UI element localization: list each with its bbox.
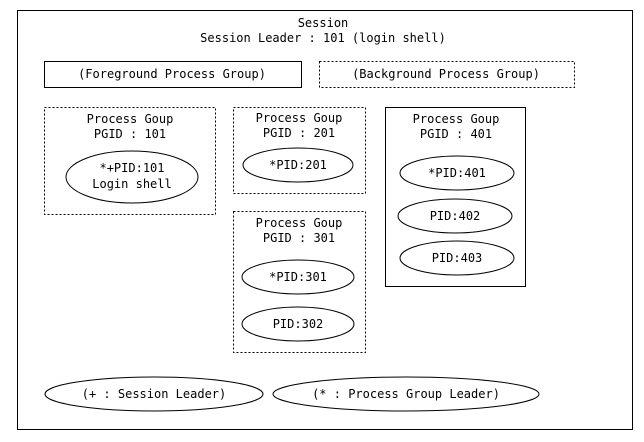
process-node: [65, 150, 199, 204]
process-group-title: Process Goup: [87, 112, 174, 126]
process-pid: PID:402: [430, 209, 481, 223]
process-node: [397, 198, 513, 234]
session-title: Session: [298, 16, 349, 30]
group-leader-legend-label: (* : Process Group Leader): [312, 387, 500, 401]
process-pid: *+PID:101: [99, 161, 164, 175]
process-group-pgid: PGID : 201: [263, 126, 335, 140]
process-description: Login shell: [92, 177, 171, 191]
session-leader-legend: [44, 376, 264, 412]
process-group-title: Process Goup: [256, 216, 343, 230]
background-group-label: (Background Process Group): [352, 67, 540, 81]
process-node: [399, 240, 515, 276]
process-group-title: Process Goup: [256, 111, 343, 125]
process-pid: *PID:301: [269, 270, 327, 284]
process-group-101: Process Goup PGID : 101 *+PID:101 Login …: [44, 107, 216, 215]
process-group-201: Process Goup PGID : 201 *PID:201: [233, 107, 366, 194]
foreground-group-label: (Foreground Process Group): [78, 67, 266, 81]
process-pid: PID:302: [273, 317, 324, 331]
process-group-pgid: PGID : 301: [263, 231, 335, 245]
process-group-301: Process Goup PGID : 301 *PID:301 PID:302: [233, 211, 366, 353]
process-node: [242, 147, 354, 183]
process-node: [399, 155, 515, 191]
session-leader-legend-label: (+ : Session Leader): [82, 387, 227, 401]
process-group-title: Process Goup: [413, 112, 500, 126]
process-node: [241, 259, 355, 295]
background-group-box: [319, 61, 575, 88]
group-leader-legend: [272, 376, 540, 412]
process-pid: *PID:401: [428, 166, 486, 180]
foreground-group-box: [44, 61, 302, 88]
process-pid: *PID:201: [269, 158, 327, 172]
process-group-pgid: PGID : 101: [94, 127, 166, 141]
process-group-pgid: PGID : 401: [420, 127, 492, 141]
session-leader-label: Session Leader : 101 (login shell): [200, 31, 446, 45]
process-pid: PID:403: [432, 251, 483, 265]
process-group-401: Process Goup PGID : 401 *PID:401 PID:402…: [385, 107, 526, 287]
process-node: [241, 306, 355, 342]
